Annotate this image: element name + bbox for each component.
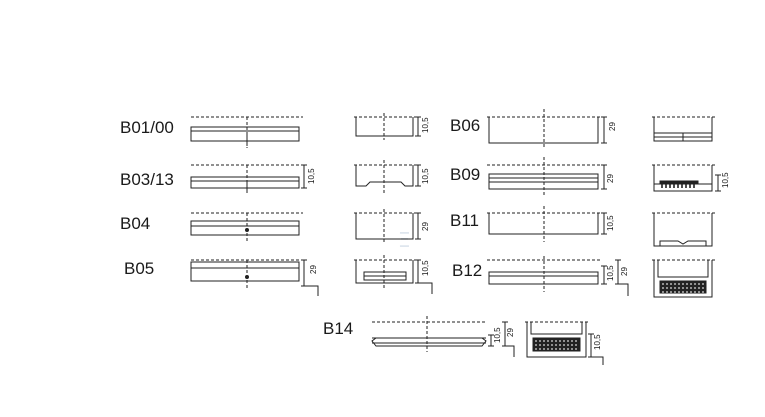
- label-b06: B06: [450, 116, 480, 135]
- dim-b06: 29: [608, 122, 617, 131]
- dim-b14-b: 29: [506, 328, 515, 337]
- section-b14: [525, 321, 604, 365]
- dim-b11: 10,5: [606, 215, 615, 231]
- section-dim-b04: 29: [421, 222, 430, 231]
- elevation-b14: [371, 316, 515, 357]
- label-b12: B12: [452, 261, 482, 280]
- label-b11: B11: [450, 211, 479, 230]
- elevation-b03: [190, 164, 307, 195]
- section-dim-b05: 10,5: [421, 260, 430, 276]
- elevation-b09: [487, 157, 607, 196]
- label-b04: B04: [120, 214, 150, 233]
- watermark-logo: Ξ: [398, 228, 411, 252]
- label-b05: B05: [124, 259, 154, 278]
- section-b04: [354, 209, 421, 244]
- section-b01: [354, 113, 421, 140]
- elevation-b05: [190, 259, 319, 296]
- dim-b12-a: 10,5: [606, 265, 615, 281]
- label-b14: B14: [323, 319, 353, 338]
- dim-b14-a: 10,5: [493, 327, 502, 343]
- section-b03: [354, 160, 421, 193]
- elevation-b06: [487, 109, 607, 148]
- section-dim-b14: 10,5: [593, 334, 602, 350]
- section-b06: [652, 116, 715, 142]
- dim-b09: 29: [606, 174, 615, 183]
- elevation-b01: [190, 116, 303, 148]
- elevation-b12: [487, 256, 629, 296]
- dim-b12-b: 29: [620, 267, 629, 276]
- section-b05: [354, 255, 433, 294]
- section-b11: [652, 212, 715, 247]
- section-dim-b09: 10,5: [721, 172, 730, 188]
- dim-b03: 10,5: [307, 168, 316, 184]
- label-b09: B09: [450, 165, 480, 184]
- label-b03: B03/13: [120, 170, 174, 189]
- section-b12: [652, 259, 715, 298]
- section-dim-b03: 10,5: [421, 168, 430, 184]
- dim-b05: 29: [309, 265, 318, 274]
- section-dim-b01: 10,5: [421, 117, 430, 133]
- section-b09: [652, 164, 721, 192]
- elevation-b11: [487, 206, 607, 242]
- label-b01: B01/00: [120, 118, 174, 137]
- elevation-b04: [190, 212, 303, 242]
